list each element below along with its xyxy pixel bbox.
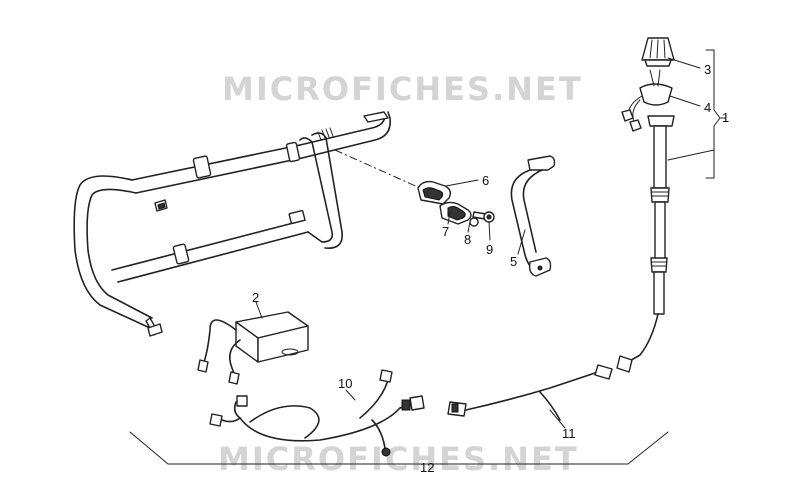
bracket	[510, 155, 556, 277]
group-line	[129, 431, 669, 465]
leader-lines	[255, 57, 715, 429]
callout-2: 2	[252, 290, 259, 305]
callout-3: 3	[704, 62, 711, 77]
watermark-top: MICROFICHES.NET	[222, 70, 583, 108]
control-unit	[197, 311, 309, 385]
wiring-harness	[209, 369, 425, 457]
callout-1: 1	[722, 110, 729, 125]
callout-6: 6	[482, 173, 489, 188]
callout-11: 11	[562, 426, 576, 441]
callout-12: 12	[420, 460, 434, 475]
watermark-bottom: MICROFICHES.NET	[218, 440, 579, 478]
callout-4: 4	[704, 100, 711, 115]
callout-9: 9	[486, 242, 493, 257]
callout-7: 7	[442, 224, 449, 239]
callout-8: 8	[464, 232, 471, 247]
callout-5: 5	[510, 254, 517, 269]
crash-bar-frame	[73, 111, 392, 337]
antenna-cable	[447, 364, 613, 421]
callout-10: 10	[338, 376, 352, 391]
leader-line	[334, 149, 421, 189]
clamp-assembly	[417, 180, 495, 227]
antenna-assembly	[616, 37, 675, 373]
